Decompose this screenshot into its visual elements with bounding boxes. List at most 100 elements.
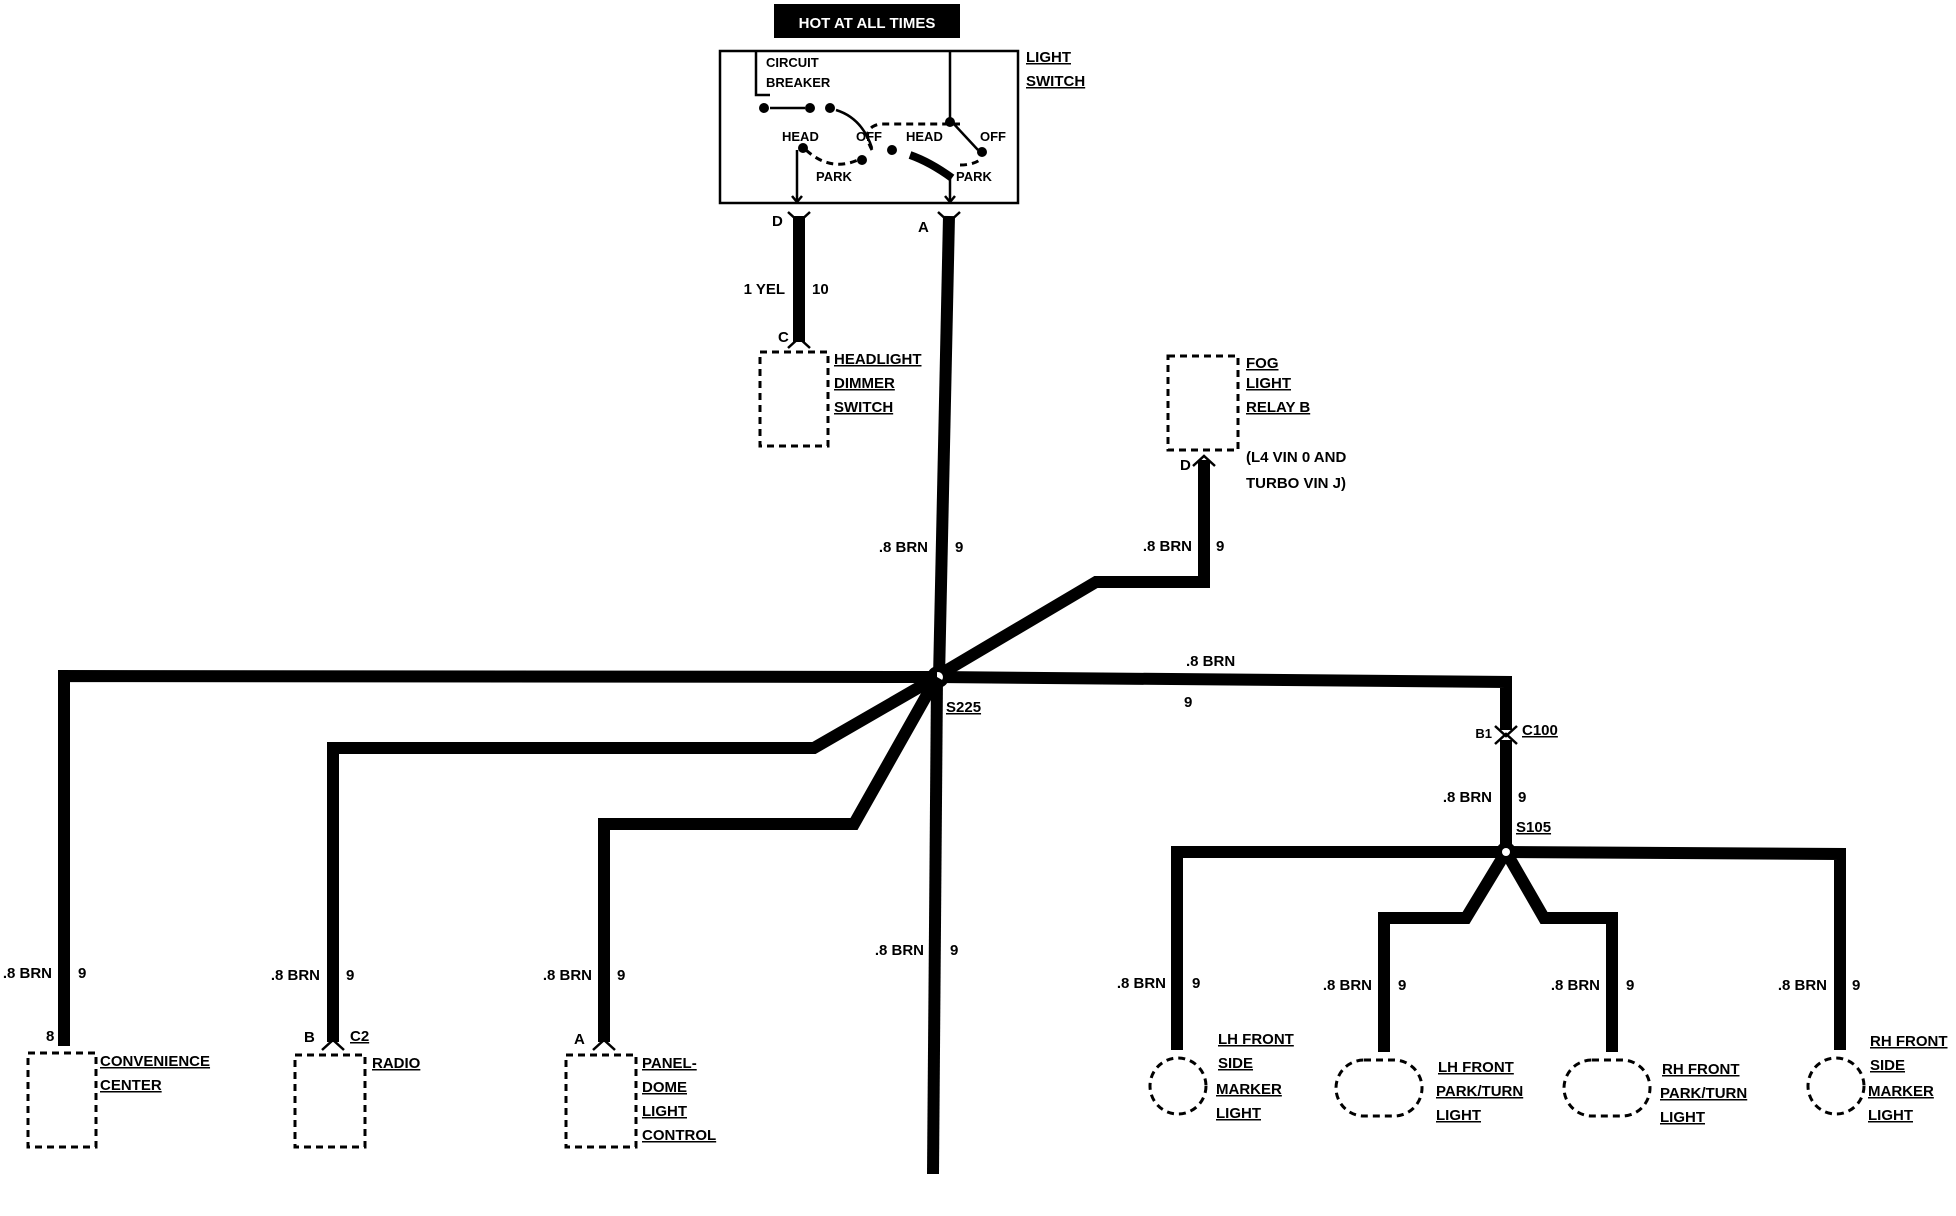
rh-front-park-turn-light: RH FRONT PARK/TURN LIGHT: [1562, 1058, 1747, 1126]
radio-label: RADIO: [372, 1055, 421, 1072]
right-head-label: HEAD: [906, 129, 943, 144]
headlight-dimmer-switch: C HEADLIGHT DIMMER SWITCH: [758, 329, 922, 448]
wire-main-lower: [927, 677, 943, 1175]
wire-rh-side: [1505, 846, 1846, 1050]
panel-dome-light-control: A PANEL- DOME LIGHT CONTROL: [564, 1031, 716, 1149]
wire-main-upper: [933, 215, 955, 679]
wire-rh-side-gauge: .8 BRN: [1778, 977, 1827, 994]
panel-pin-label: A: [574, 1031, 585, 1048]
rh-park-label-1: RH FRONT: [1662, 1061, 1740, 1078]
dimmer-pin-label: C: [778, 329, 789, 346]
wire-lh-park-gauge: .8 BRN: [1323, 977, 1372, 994]
rh-park-label-2: PARK/TURN: [1660, 1085, 1747, 1102]
rh-side-label-3: MARKER: [1868, 1083, 1934, 1100]
lh-side-label-4: LIGHT: [1216, 1105, 1261, 1122]
splice-s105: S105: [1496, 819, 1551, 862]
radio-connector-label: C2: [350, 1028, 369, 1045]
wire-main-upper-circuit: 9: [955, 539, 963, 556]
wire-lh-park-circuit: 9: [1398, 977, 1406, 994]
hot-label: HOT AT ALL TIMES: [799, 15, 936, 32]
wire-radio-circuit: 9: [346, 967, 354, 984]
panel-label-3: LIGHT: [642, 1103, 687, 1120]
panel-label-4: CONTROL: [642, 1127, 716, 1144]
right-off-label: OFF: [980, 129, 1006, 144]
wire-dimmer-gauge: 1 YEL: [744, 281, 785, 298]
wire-panel-gauge: .8 BRN: [543, 967, 592, 984]
right-park-label: PARK: [956, 169, 992, 184]
fog-light-relay: FOG LIGHT RELAY B (L4 VIN 0 AND TURBO VI…: [1166, 354, 1346, 492]
fog-label-1: FOG: [1246, 355, 1279, 372]
rh-park-label-3: LIGHT: [1660, 1109, 1705, 1126]
circuit-breaker-label-1: CIRCUIT: [766, 55, 819, 70]
lh-front-side-marker-light: LH FRONT SIDE MARKER LIGHT: [1148, 1031, 1294, 1122]
left-park-label: PARK: [816, 169, 852, 184]
wire-rh-side-circuit: 9: [1852, 977, 1860, 994]
radio: B C2 RADIO: [293, 1028, 421, 1149]
wire-lh-side-gauge: .8 BRN: [1117, 975, 1166, 992]
wire-rh-park-gauge: .8 BRN: [1551, 977, 1600, 994]
wire-main-upper-gauge: .8 BRN: [879, 539, 928, 556]
wire-right-run: [936, 671, 1512, 730]
pin-d-label: D: [772, 213, 783, 230]
convenience-pin-label: 8: [46, 1028, 54, 1045]
lh-side-label-2: SIDE: [1218, 1055, 1253, 1072]
fog-label-2: LIGHT: [1246, 375, 1291, 392]
left-head-label: HEAD: [782, 129, 819, 144]
convenience-label-1: CONVENIENCE: [100, 1053, 210, 1070]
wire-radio-gauge: .8 BRN: [271, 967, 320, 984]
wire-panel: [598, 674, 943, 1042]
panel-label-1: PANEL-: [642, 1055, 697, 1072]
hot-at-all-times-header: HOT AT ALL TIMES: [774, 4, 960, 38]
convenience-label-2: CENTER: [100, 1077, 162, 1094]
pin-a-label: A: [918, 219, 929, 236]
wire-lh-side-circuit: 9: [1192, 975, 1200, 992]
wire-right-run-gauge: .8 BRN: [1186, 653, 1235, 670]
wire-convenience-circuit: 9: [78, 965, 86, 982]
s225-label: S225: [946, 699, 981, 716]
fog-label-3: RELAY B: [1246, 399, 1310, 416]
wire-fog: [933, 460, 1210, 682]
wire-rh-park-circuit: 9: [1626, 977, 1634, 994]
fog-note-1: (L4 VIN 0 AND: [1246, 449, 1346, 466]
rh-side-label-2: SIDE: [1870, 1057, 1905, 1074]
wire-fog-gauge: .8 BRN: [1143, 538, 1192, 555]
wire-right-run-circuit: 9: [1184, 694, 1192, 711]
wire-main-lower-gauge: .8 BRN: [875, 942, 924, 959]
light-switch: CIRCUIT BREAKER HEAD OFF PARK HEAD OFF P…: [718, 49, 1085, 236]
rh-side-label-4: LIGHT: [1868, 1107, 1913, 1124]
lh-park-label-1: LH FRONT: [1438, 1059, 1514, 1076]
fog-note-2: TURBO VIN J): [1246, 475, 1346, 492]
lh-park-label-2: PARK/TURN: [1436, 1083, 1523, 1100]
radio-pin-label: B: [304, 1029, 315, 1046]
wire-panel-circuit: 9: [617, 967, 625, 984]
wire-c100-s105-circuit: 9: [1518, 789, 1526, 806]
c100-pin-label: B1: [1475, 726, 1492, 741]
light-switch-label-1: LIGHT: [1026, 49, 1071, 66]
wire-fog-circuit: 9: [1216, 538, 1224, 555]
s105-label: S105: [1516, 819, 1551, 836]
lh-side-label-3: MARKER: [1216, 1081, 1282, 1098]
dimmer-label-3: SWITCH: [834, 399, 893, 416]
rh-front-side-marker-light: RH FRONT SIDE MARKER LIGHT: [1806, 1033, 1948, 1124]
wire-c100-s105-gauge: .8 BRN: [1443, 789, 1492, 806]
wire-dimmer-circuit: 10: [812, 281, 829, 298]
c100-label: C100: [1522, 722, 1558, 739]
wire-rh-park: [1500, 849, 1618, 1052]
circuit-breaker-label-2: BREAKER: [766, 75, 831, 90]
panel-label-2: DOME: [642, 1079, 687, 1096]
wire-convenience-gauge: .8 BRN: [3, 965, 52, 982]
convenience-center: 8 CONVENIENCE CENTER: [26, 1028, 210, 1149]
wire-main-lower-circuit: 9: [950, 942, 958, 959]
dimmer-label-2: DIMMER: [834, 375, 895, 392]
fog-pin-label: D: [1180, 457, 1191, 474]
lh-front-park-turn-light: LH FRONT PARK/TURN LIGHT: [1334, 1058, 1523, 1124]
connector-c100: B1 C100: [1475, 722, 1558, 745]
rh-side-label-1: RH FRONT: [1870, 1033, 1948, 1050]
dimmer-label-1: HEADLIGHT: [834, 351, 922, 368]
wire-convenience: [58, 669, 938, 1046]
lh-park-label-3: LIGHT: [1436, 1107, 1481, 1124]
light-switch-label-2: SWITCH: [1026, 73, 1085, 90]
left-off-label: OFF: [856, 129, 882, 144]
wire-lh-side: [1171, 846, 1506, 1050]
